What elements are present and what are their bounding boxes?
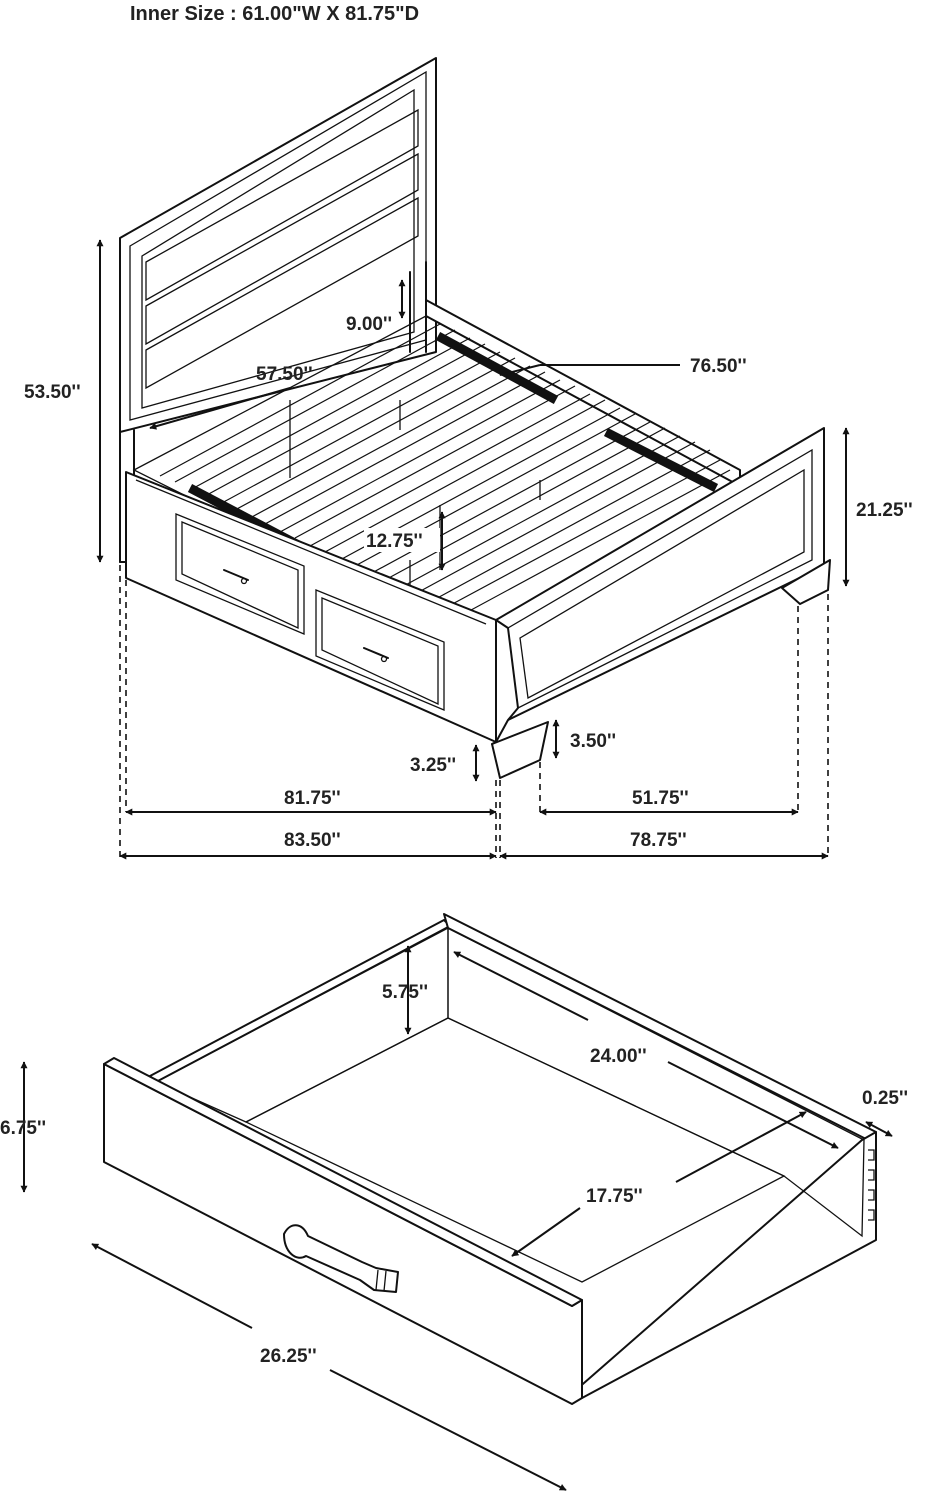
dim-drawer-front-width: 26.25'' [260, 1346, 317, 1367]
dim-overall-width: 78.75'' [630, 830, 687, 851]
bed-dimensions: 53.50'' 9.00'' 57.50'' 76.50'' 21.25'' 1… [24, 239, 913, 860]
drawer-handle [283, 1224, 399, 1293]
dim-inner-width: 57.50'' [256, 364, 313, 385]
bed-drawing [119, 57, 831, 779]
dim-drawer-wall-thickness: 0.25'' [862, 1088, 908, 1109]
dim-rail-height: 12.75'' [366, 531, 423, 552]
headboard [119, 57, 437, 563]
drawer-left [175, 513, 305, 635]
drawer-dimensions: 5.75'' 6.75'' 24.00'' 0.25'' 17.75'' 26.… [0, 945, 908, 1491]
dim-drawer-side-depth: 24.00'' [590, 1046, 647, 1067]
dim-headboard-height: 53.50'' [24, 382, 81, 403]
dim-footboard-width: 51.75'' [632, 788, 689, 809]
drawer-right [315, 589, 445, 711]
dim-leg-height-front: 3.25'' [410, 755, 456, 776]
dim-side-length: 76.50'' [690, 356, 747, 377]
drawer-drawing [103, 913, 877, 1405]
dim-drawer-inner-width: 17.75'' [586, 1186, 643, 1207]
dim-inner-depth: 81.75'' [284, 788, 341, 809]
dim-overall-depth: 83.50'' [284, 830, 341, 851]
dim-footboard-height: 21.25'' [856, 500, 913, 521]
dim-leg-height-side: 3.50'' [570, 731, 616, 752]
dim-drawer-front-height: 6.75'' [0, 1118, 46, 1139]
dim-drawer-side-height: 5.75'' [382, 982, 428, 1003]
footboard [491, 427, 831, 779]
dim-headboard-gap: 9.00'' [346, 314, 392, 335]
inner-size-title: Inner Size : 61.00"W X 81.75"D [130, 3, 419, 25]
